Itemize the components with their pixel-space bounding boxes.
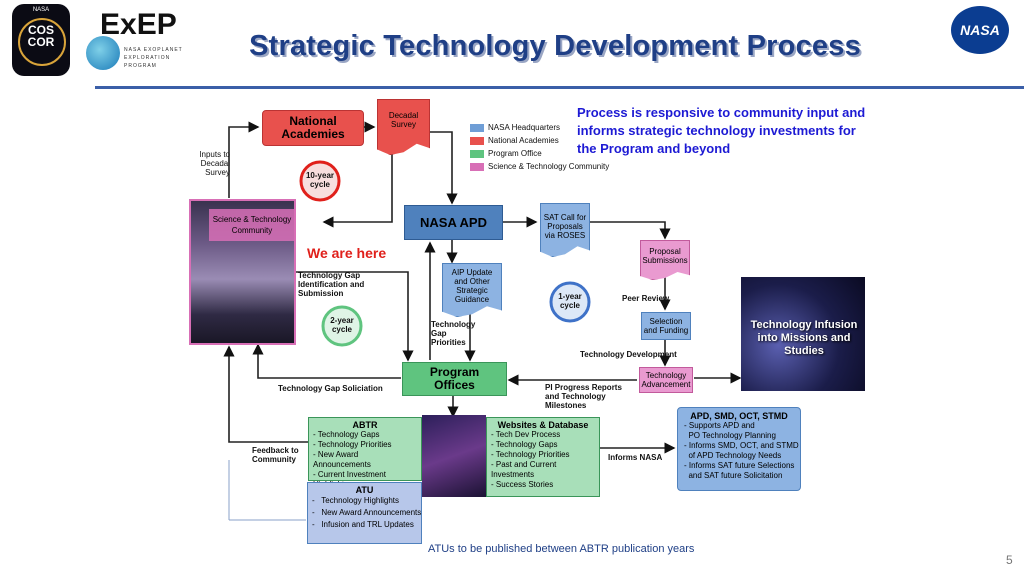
tech-gap-identification-label: Technology Gap Identification and Submis… [298, 271, 365, 299]
nasa-logo: NASA [951, 6, 1009, 54]
atu-title: ATU [355, 485, 374, 495]
tech-development-label: Technology Development [580, 350, 677, 359]
one-year-cycle-label: 1-year cycle [558, 292, 582, 311]
websites-item: - Past and Current Investments [491, 460, 557, 479]
tech-advancement-box: Technology Advancement [639, 367, 693, 393]
community-image-panel: Science & Technology Community [189, 199, 296, 345]
national-academies-label: National Academies [281, 114, 345, 141]
peer-review-label: Peer Review [622, 294, 670, 303]
abtr-item: - Technology Gaps [313, 430, 380, 439]
feedback-label: Feedback to Community [252, 446, 299, 465]
websites-item: - Technology Priorities [491, 450, 570, 459]
cosmic-logo-ring [18, 18, 66, 66]
apd-smd-item: - Informs SAT future Selections [684, 461, 795, 470]
inputs-to-decadal-label: Inputs to Decadal Survey [199, 150, 230, 178]
legend-label-community: Science & Technology Community [488, 162, 610, 171]
apd-smd-item: of APD Technology Needs [684, 451, 782, 460]
websites-box: Websites & Database - Tech Dev Process -… [486, 417, 600, 497]
websites-item: - Tech Dev Process [491, 430, 561, 439]
program-offices-box: Program Offices [402, 362, 507, 396]
abtr-title: ABTR [352, 420, 378, 430]
apd-smd-item: and SAT future Solicitation [684, 471, 783, 480]
two-year-cycle-label: 2-year cycle [330, 316, 354, 335]
proposal-submissions-label: Proposal Submissions [642, 247, 688, 265]
legend-label-hq: NASA Headquarters [488, 123, 561, 132]
community-label: Science & Technology Community [212, 215, 292, 235]
atu-item: - New Award Announcements [312, 508, 422, 517]
abtr-item: - New Award Announcements [313, 450, 371, 469]
report-cover-image [422, 415, 486, 497]
tech-gap-solicitation-label: Technology Gap Soliciation [278, 384, 383, 393]
page-number: 5 [1006, 553, 1013, 567]
tech-infusion-image-panel: Technology Infusion into Missions and St… [741, 277, 865, 391]
ten-year-cycle-label: 10-year cycle [305, 171, 335, 190]
header-divider [95, 86, 1024, 89]
selection-funding-box: Selection and Funding [641, 312, 691, 340]
legend-label-program: Program Office [488, 149, 542, 158]
nasa-logo-text: NASA [960, 22, 1000, 38]
legend-swatch-hq [470, 124, 484, 132]
cosmic-logo: NASA COS COR [12, 4, 70, 76]
atu-item: - Infusion and TRL Updates [312, 520, 414, 529]
apd-smd-item: - Supports APD and [684, 421, 755, 430]
national-academies-box: National Academies [262, 110, 364, 146]
pi-progress-label: PI Progress Reports and Technology Miles… [545, 383, 622, 411]
legend-swatch-program [470, 150, 484, 158]
websites-title: Websites & Database [497, 420, 589, 430]
selection-funding-label: Selection and Funding [643, 317, 689, 335]
process-note: Process is responsive to community input… [577, 105, 866, 156]
aip-update-label: AIP Update and Other Strategic Guidance [451, 268, 493, 304]
nasa-apd-label: NASA APD [420, 215, 487, 230]
apd-smd-item: - Informs SMD, OCT, and STMD [684, 441, 799, 450]
abtr-box: ABTR - Technology Gaps - Technology Prio… [308, 417, 422, 489]
legend-label-academies: National Academies [488, 136, 559, 145]
nasa-apd-box: NASA APD [404, 205, 503, 240]
apd-smd-box: APD, SMD, OCT, STMD - Supports APD and P… [677, 407, 801, 491]
informs-nasa-label: Informs NASA [608, 453, 663, 462]
apd-smd-item: PO Technology Planning [684, 431, 776, 440]
atu-box: ATU - Technology Highlights - New Award … [307, 482, 422, 544]
legend-swatch-community [470, 163, 484, 171]
legend-swatch-academies [470, 137, 484, 145]
atu-footer-note: ATUs to be published between ABTR public… [428, 543, 695, 555]
websites-item: - Success Stories [491, 480, 554, 489]
tech-infusion-label: Technology Infusion into Missions and St… [750, 319, 858, 357]
tech-gap-priorities-label: Technology Gap Priorities [431, 320, 476, 348]
exep-logo-text: ExEP [100, 8, 177, 41]
decadal-survey-label: Decadal Survey [388, 111, 419, 129]
apd-smd-title: APD, SMD, OCT, STMD [690, 411, 788, 421]
page-title: Strategic Technology Development Process [249, 30, 861, 62]
sat-call-label: SAT Call for Proposals via ROSES [543, 212, 587, 240]
exep-logo-globe-icon [86, 36, 120, 70]
we-are-here-label: We are here [307, 245, 387, 261]
community-label-box: Science & Technology Community [209, 209, 295, 241]
exep-logo-subtitle: NASA EXOPLANET EXPLORATION PROGRAM [124, 47, 183, 69]
atu-item: - Technology Highlights [312, 496, 400, 505]
websites-item: - Technology Gaps [491, 440, 558, 449]
abtr-item: - Technology Priorities [313, 440, 392, 449]
cosmic-logo-nasa: NASA [32, 7, 50, 13]
tech-advancement-label: Technology Advancement [641, 371, 691, 389]
program-offices-label: Program Offices [429, 365, 480, 392]
